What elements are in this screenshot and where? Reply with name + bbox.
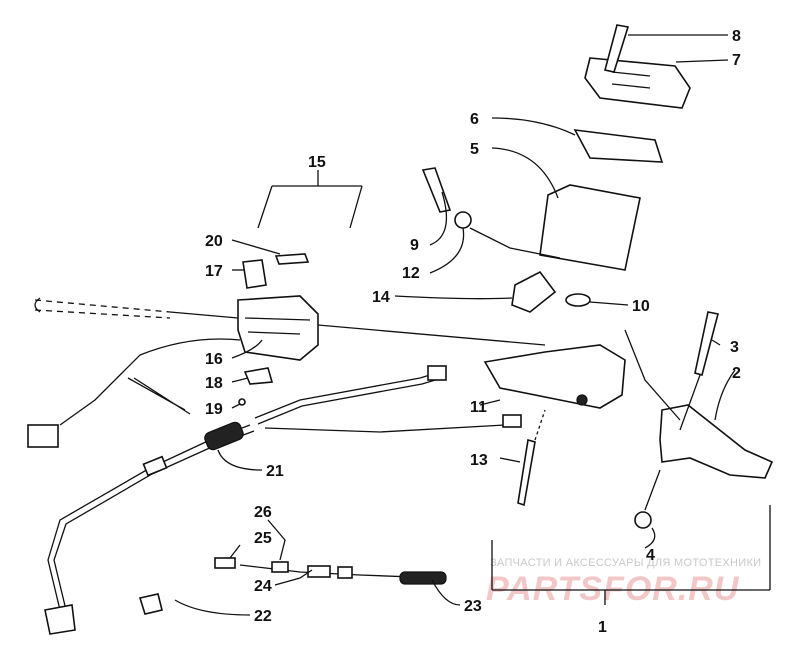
watermark-brand: PARTSFOR.RU xyxy=(486,570,740,608)
cable-end-fitting xyxy=(44,604,76,635)
bolt-9 xyxy=(421,167,452,213)
lever-2 xyxy=(659,404,774,479)
callout-25: 25 xyxy=(254,530,272,547)
callout-7: 7 xyxy=(732,52,741,69)
leader-lines xyxy=(174,34,736,616)
callout-6: 6 xyxy=(470,111,479,128)
wire-connector xyxy=(27,424,59,448)
watermark: ЗАПЧАСТИ И АКСЕССУАРЫ ДЛЯ МОТОТЕХНИКИ PA… xyxy=(486,557,761,608)
callout-2: 2 xyxy=(732,365,741,382)
throttle-cable-parts xyxy=(214,557,447,585)
pivot-bolt-3 xyxy=(694,311,719,376)
screw-13 xyxy=(517,438,536,507)
handlebar-nut-22 xyxy=(138,593,163,615)
callout-14: 14 xyxy=(372,289,390,306)
part-25 xyxy=(214,557,236,569)
callout-16: 16 xyxy=(205,351,223,368)
clamp-14 xyxy=(511,270,557,313)
part-24b xyxy=(337,566,353,579)
callout-17: 17 xyxy=(205,263,223,280)
callout-26: 26 xyxy=(254,504,272,521)
washer-12 xyxy=(454,211,472,229)
callout-22: 22 xyxy=(254,608,272,625)
cover-plate-7 xyxy=(584,57,691,109)
cable-adjuster xyxy=(427,365,447,381)
cable-ferrule xyxy=(142,455,168,477)
washer-10 xyxy=(565,293,591,307)
callout-9: 9 xyxy=(410,237,419,254)
screw-8 xyxy=(604,24,630,73)
part-24a xyxy=(307,565,331,578)
assembly-brackets xyxy=(257,170,771,605)
screw-19 xyxy=(238,398,246,406)
cable-boot xyxy=(204,421,244,451)
callout-12: 12 xyxy=(402,265,420,282)
callout-20: 20 xyxy=(205,233,223,250)
throttle-cable-end xyxy=(502,414,522,428)
gasket-6 xyxy=(573,129,664,163)
switch-assembly xyxy=(27,253,546,448)
nut-4 xyxy=(634,511,652,529)
switch-knob-17 xyxy=(242,259,267,289)
bracket-18 xyxy=(243,367,274,385)
decal-20 xyxy=(274,253,310,265)
callout-15: 15 xyxy=(308,154,326,171)
callout-8: 8 xyxy=(732,28,741,45)
master-cylinder xyxy=(421,24,691,313)
lever-body-11 xyxy=(254,344,626,433)
brake-lever xyxy=(517,311,774,529)
part-26 xyxy=(271,561,289,573)
callout-11: 11 xyxy=(470,399,487,416)
callout-23: 23 xyxy=(464,598,482,615)
reservoir-5 xyxy=(539,184,641,271)
callout-5: 5 xyxy=(470,141,479,158)
callout-21: 21 xyxy=(266,463,284,480)
callout-4: 4 xyxy=(646,547,655,564)
callout-18: 18 xyxy=(205,375,223,392)
brake-cable-21 xyxy=(44,421,255,635)
callout-24: 24 xyxy=(254,578,272,595)
callout-numbers: 1 2 3 4 5 6 7 8 9 10 11 12 13 14 15 16 1… xyxy=(205,28,741,636)
callout-13: 13 xyxy=(470,452,488,469)
callout-3: 3 xyxy=(730,339,739,356)
watermark-tagline: ЗАПЧАСТИ И АКСЕССУАРЫ ДЛЯ МОТОТЕХНИКИ xyxy=(490,557,761,569)
callout-10: 10 xyxy=(632,298,650,315)
callout-19: 19 xyxy=(205,401,223,418)
part-23-sleeve xyxy=(399,571,447,585)
callout-1: 1 xyxy=(598,619,607,636)
